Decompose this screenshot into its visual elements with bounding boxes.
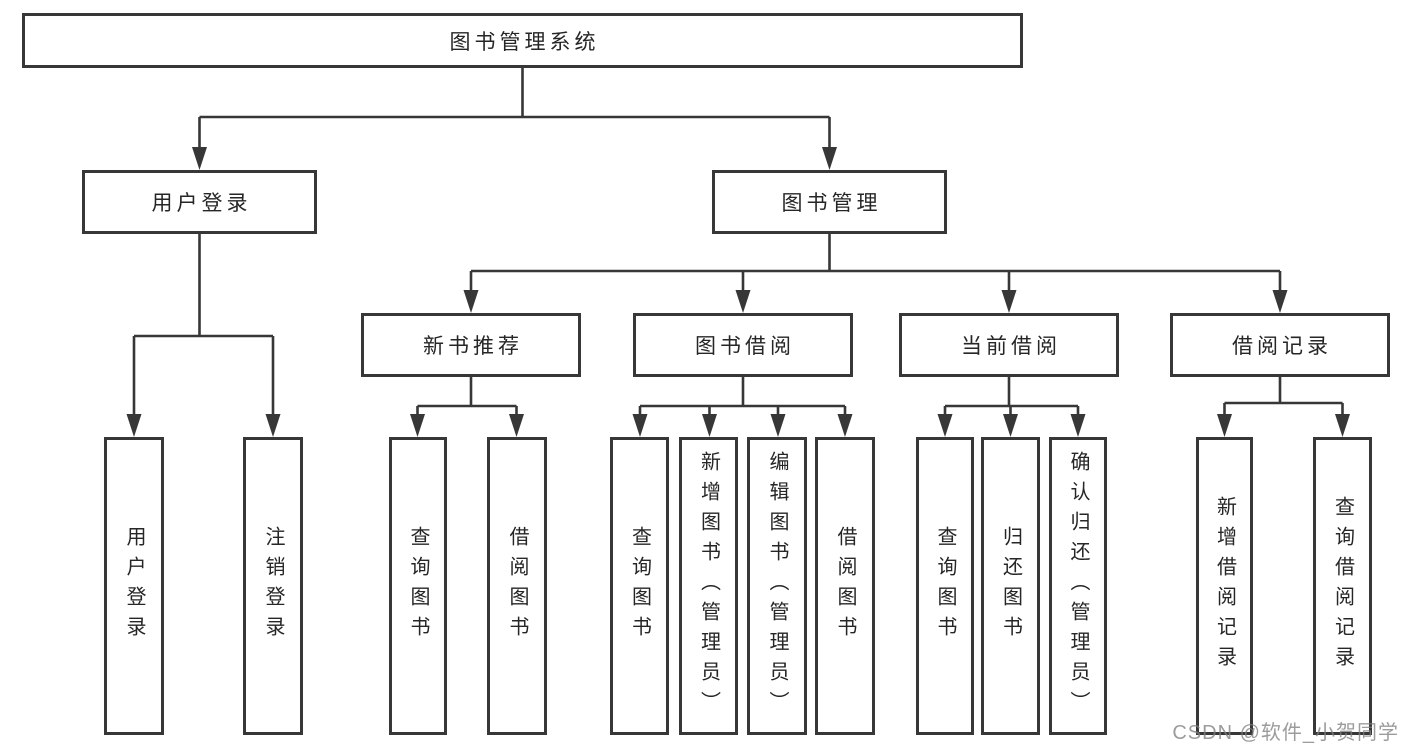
leaf-confirm-return-admin: 确认归还（管理员）	[1049, 437, 1107, 735]
leaf-logout: 注销登录	[243, 437, 303, 735]
node-book-borrow: 图书借阅	[633, 313, 853, 377]
node-borrow-records: 借阅记录	[1170, 313, 1390, 377]
leaf-query-books-1: 查询图书	[389, 437, 447, 735]
node-current-borrow: 当前借阅	[899, 313, 1119, 377]
arrowheads	[126, 147, 1350, 437]
node-book-management-branch: 图书管理	[712, 170, 947, 234]
tree-edges	[132, 68, 1344, 415]
leaf-query-books-3: 查询图书	[916, 437, 974, 735]
leaf-return-books: 归还图书	[981, 437, 1040, 735]
leaf-add-borrow-record: 新增借阅记录	[1196, 437, 1253, 735]
leaf-borrow-books-1: 借阅图书	[487, 437, 547, 735]
node-new-book-recommend: 新书推荐	[361, 313, 581, 377]
leaf-borrow-books-2: 借阅图书	[815, 437, 875, 735]
leaf-query-borrow-record: 查询借阅记录	[1313, 437, 1372, 735]
leaf-edit-books-admin: 编辑图书（管理员）	[747, 437, 807, 735]
node-user-login-branch: 用户登录	[82, 170, 317, 234]
leaf-query-books-2: 查询图书	[610, 437, 669, 735]
leaf-add-books-admin: 新增图书（管理员）	[679, 437, 738, 735]
leaf-user-login: 用户登录	[104, 437, 164, 735]
node-root-system: 图书管理系统	[22, 13, 1023, 68]
